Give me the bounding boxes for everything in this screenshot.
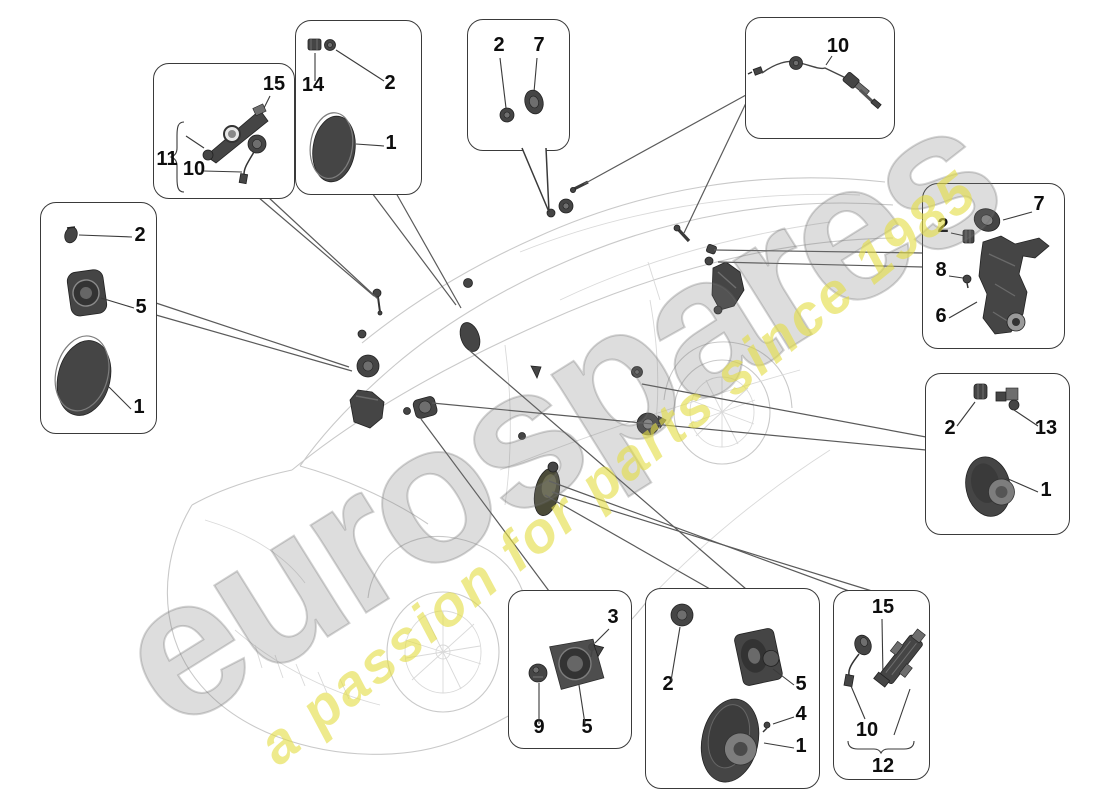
woofer-cover-art [54, 335, 112, 416]
callout-box-side-bracket: 7 2 8 6 [922, 183, 1065, 349]
part-number-label: 8 [935, 259, 946, 281]
part-number-label: 5 [795, 673, 806, 695]
callout-box-sensor-bracket: 15 10 12 [833, 590, 930, 780]
door-speaker-a [412, 396, 438, 419]
leader-lines [155, 94, 927, 592]
part-number-label: 10 [827, 35, 849, 57]
speaker-art [965, 456, 1015, 517]
part-number-label: 2 [493, 34, 504, 56]
part-number-label: 12 [872, 755, 894, 777]
part-number-label: 14 [302, 74, 325, 96]
bracket-in-situ [711, 261, 745, 315]
roof-rail-screw [372, 288, 383, 316]
callout-box-rear-door: 2 5 4 1 [645, 588, 820, 789]
nut-art [499, 107, 515, 123]
part-number-label: 9 [533, 716, 544, 738]
nut-art [962, 229, 975, 244]
part-number-label: 10 [183, 158, 205, 180]
part-number-label: 1 [1040, 479, 1051, 501]
part-number-label: 15 [872, 596, 894, 618]
part-number-label: 5 [581, 716, 592, 738]
in-situ-parts [349, 180, 745, 517]
part-number-label: 3 [607, 606, 618, 628]
lower-door-speaker [533, 461, 561, 517]
part-number-label: 1 [385, 132, 396, 154]
part-number-label: 2 [662, 673, 673, 695]
part-number-label: 2 [384, 72, 395, 94]
cable-sensor-art [843, 634, 872, 688]
part-number-label: 5 [135, 296, 146, 318]
speaker-art [549, 638, 605, 690]
clip-art [307, 38, 322, 51]
bracket-art [873, 628, 926, 688]
callout-box-mid-speaker: 3 9 5 [508, 590, 632, 749]
sill-screw [518, 432, 526, 440]
part-number-label: 4 [795, 703, 807, 725]
small-speaker-art [973, 208, 1001, 232]
callout-tail [521, 147, 550, 213]
callout-box-rear-shelf-speaker: 2 13 1 [925, 373, 1070, 535]
cone-part [530, 365, 542, 380]
part-number-label: 2 [134, 224, 145, 246]
cpillar-screw [673, 224, 691, 243]
part-number-label: 10 [856, 719, 878, 741]
car-outline [166, 177, 894, 755]
rear-door-ring [631, 366, 643, 378]
part-number-label: 11 [156, 148, 177, 170]
callout-box-beam-bracket: 15 11 10 [153, 63, 295, 199]
part-number-label: 2 [944, 417, 955, 439]
part-number-label: 7 [533, 34, 544, 56]
tweeter-art [64, 226, 78, 244]
part-number-label: 1 [795, 735, 806, 757]
part-number-label: 13 [1035, 417, 1057, 439]
pillar-nut [357, 329, 367, 339]
part-number-label: 7 [1033, 193, 1044, 215]
cpillar-clips [704, 244, 717, 266]
shelf-screw [463, 278, 473, 288]
connector-art [995, 387, 1020, 411]
clip-art [973, 383, 988, 400]
tweeter-art [670, 603, 694, 627]
hatch-speaker-blob [349, 389, 385, 429]
small-screw [403, 407, 411, 415]
part-number-label: 15 [263, 73, 285, 95]
woofer-art [700, 698, 760, 783]
bracket-art [978, 235, 1050, 335]
screw-art [762, 721, 771, 733]
small-part-art [528, 663, 548, 683]
shelf-part [459, 322, 481, 352]
callout-box-front-door-upper: 14 2 1 [295, 20, 422, 195]
callout-box-front-door: 2 5 1 [40, 202, 157, 434]
part-number-label: 1 [133, 396, 144, 418]
tweeter-with-cable-art [238, 134, 267, 185]
mid-speaker-art [66, 269, 108, 317]
small-speaker-art [524, 89, 544, 115]
speaker-cover-art [309, 112, 356, 183]
mid-speaker-art [734, 628, 783, 686]
front-pillar-speaker [356, 354, 380, 378]
nut-art [324, 39, 336, 51]
beam-bracket-art [202, 103, 269, 164]
part-number-label: 2 [937, 215, 948, 237]
screw-art [962, 274, 972, 289]
callout-box-antenna-cable: 10 [745, 17, 895, 139]
callout-box-roof-speakers: 2 7 [467, 19, 570, 151]
part-number-label: 6 [935, 305, 946, 327]
cable-art [747, 56, 882, 110]
